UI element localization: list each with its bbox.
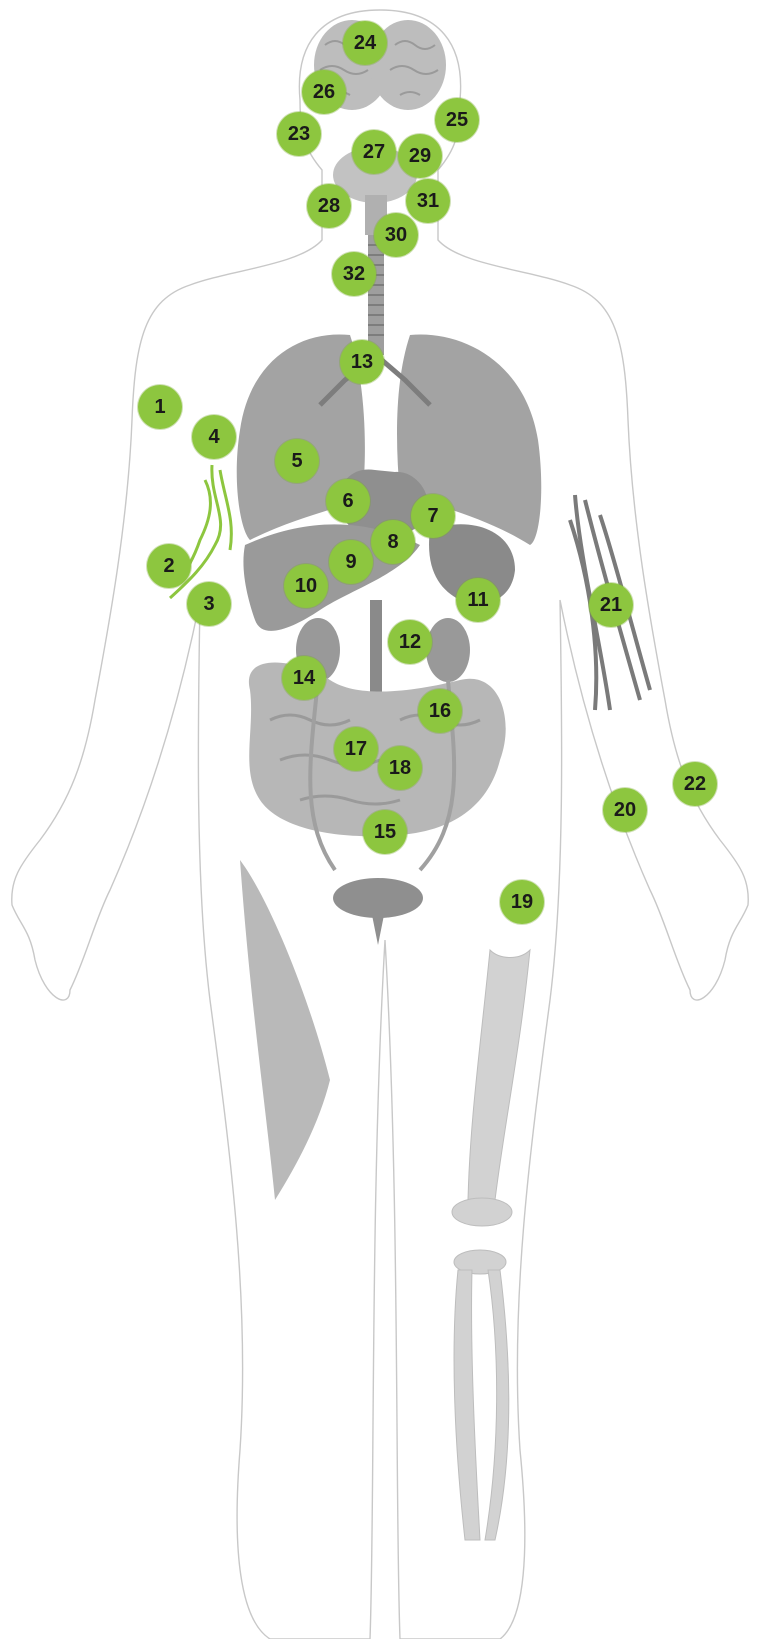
- thigh-muscle: [240, 860, 330, 1200]
- marker-29[interactable]: 29: [398, 134, 442, 178]
- marker-21[interactable]: 21: [589, 583, 633, 627]
- marker-20[interactable]: 20: [603, 788, 647, 832]
- marker-22[interactable]: 22: [673, 762, 717, 806]
- urethra: [372, 915, 384, 945]
- marker-25[interactable]: 25: [435, 98, 479, 142]
- marker-3[interactable]: 3: [187, 582, 231, 626]
- marker-6[interactable]: 6: [326, 479, 370, 523]
- marker-2[interactable]: 2: [147, 544, 191, 588]
- marker-18[interactable]: 18: [378, 746, 422, 790]
- right-kidney: [426, 618, 470, 682]
- marker-24[interactable]: 24: [343, 21, 387, 65]
- marker-16[interactable]: 16: [418, 689, 462, 733]
- marker-14[interactable]: 14: [282, 656, 326, 700]
- marker-9[interactable]: 9: [329, 540, 373, 584]
- marker-15[interactable]: 15: [363, 810, 407, 854]
- marker-1[interactable]: 1: [138, 385, 182, 429]
- marker-19[interactable]: 19: [500, 880, 544, 924]
- marker-26[interactable]: 26: [302, 70, 346, 114]
- marker-7[interactable]: 7: [411, 494, 455, 538]
- marker-28[interactable]: 28: [307, 184, 351, 228]
- marker-5[interactable]: 5: [275, 439, 319, 483]
- bladder: [333, 878, 423, 918]
- marker-32[interactable]: 32: [332, 252, 376, 296]
- marker-27[interactable]: 27: [352, 130, 396, 174]
- marker-13[interactable]: 13: [340, 340, 384, 384]
- leg-bones: [452, 950, 530, 1540]
- marker-10[interactable]: 10: [284, 564, 328, 608]
- marker-30[interactable]: 30: [374, 213, 418, 257]
- marker-31[interactable]: 31: [406, 179, 450, 223]
- marker-23[interactable]: 23: [277, 112, 321, 156]
- marker-8[interactable]: 8: [371, 520, 415, 564]
- marker-11[interactable]: 11: [456, 578, 500, 622]
- marker-4[interactable]: 4: [192, 415, 236, 459]
- trachea: [368, 235, 384, 355]
- marker-17[interactable]: 17: [334, 727, 378, 771]
- marker-12[interactable]: 12: [388, 620, 432, 664]
